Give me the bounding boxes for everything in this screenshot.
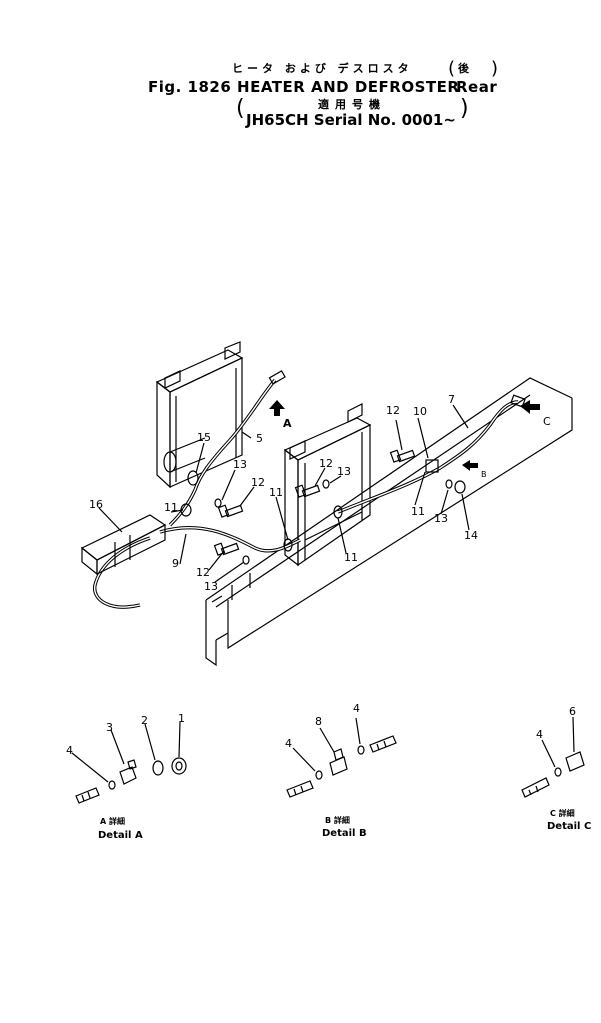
hose-16-loop (93, 536, 151, 609)
part-number-1: 1 (178, 712, 185, 725)
part-number-4-d: 4 (536, 728, 543, 741)
part-number-3: 3 (106, 721, 113, 734)
defroster-duct-16 (80, 514, 167, 576)
serial-paren-open: ( (236, 96, 245, 121)
part-number-12-a: 12 (251, 476, 265, 489)
serial-applicability: JH65CH Serial No. 0001~ (246, 111, 456, 129)
serial-paren-close: ) (460, 96, 469, 121)
part-number-12-d: 12 (196, 566, 210, 579)
bolt-12a (217, 504, 244, 518)
view-label-b: B (481, 470, 487, 479)
bolt-12c (389, 449, 416, 463)
part-number-11-d: 11 (411, 505, 425, 518)
part-number-2: 2 (141, 714, 148, 727)
view-arrow-a-icon (269, 400, 285, 416)
part-number-7: 7 (448, 393, 455, 406)
washers (214, 479, 466, 565)
fitting-right (510, 394, 526, 408)
hose-9 (159, 525, 301, 553)
detail-a-label: Detail A (98, 830, 143, 841)
view-label-a: A (283, 417, 292, 430)
part-number-4-c: 4 (353, 702, 360, 715)
part-number-8: 8 (315, 715, 322, 728)
part-number-11-a: 11 (164, 501, 178, 514)
part-number-12-c: 12 (386, 404, 400, 417)
part-number-15: 15 (197, 431, 211, 444)
leader-lines (98, 404, 470, 583)
title-jp-applicable: 適用号機 (318, 98, 386, 111)
title-paren-close: ) (491, 58, 499, 79)
part-number-5: 5 (256, 432, 263, 445)
view-arrow-b-icon (462, 460, 478, 471)
hose-5 (168, 378, 277, 527)
hose-7 (337, 400, 519, 514)
part-number-13-d: 13 (204, 580, 218, 593)
title-jp-rear: 後 (458, 62, 469, 75)
left-heater-unit (155, 341, 244, 489)
detail-b-drawing (286, 717, 397, 798)
part-number-13-b: 13 (337, 465, 351, 478)
part-number-10: 10 (413, 405, 427, 418)
fitting-top (268, 370, 286, 385)
figure-title: Fig. 1826 HEATER AND DEFROSTER (148, 78, 460, 96)
right-heater-unit (283, 403, 372, 567)
part-number-6: 6 (569, 705, 576, 718)
title-jp-line: ヒータ および デスロスタ (232, 62, 413, 75)
frame-channel (205, 377, 573, 667)
bolt-12b (294, 484, 321, 498)
title-paren-open: ( (448, 58, 456, 79)
part-number-4-b: 4 (285, 737, 292, 750)
detail-b-jp: B 詳細 (325, 816, 350, 825)
detail-c-drawing (521, 716, 585, 798)
part-number-12-b: 12 (319, 457, 333, 470)
part-number-9: 9 (172, 557, 179, 570)
part-number-11-c: 11 (344, 551, 358, 564)
view-label-c: C (543, 415, 551, 428)
part-number-13-a: 13 (233, 458, 247, 471)
bolt-12d (213, 542, 240, 556)
detail-c-jp: C 詳細 (550, 809, 575, 818)
part-number-4-a: 4 (66, 744, 73, 757)
part-number-14: 14 (464, 529, 478, 542)
detail-a-drawing (71, 721, 187, 804)
part-number-16: 16 (89, 498, 103, 511)
part-number-13-c: 13 (434, 512, 448, 525)
detail-c-label: Detail C (547, 821, 592, 832)
title-rear: Rear (456, 78, 498, 96)
part-number-11-b: 11 (269, 486, 283, 499)
view-arrow-c-icon (520, 400, 540, 414)
detail-b-label: Detail B (322, 828, 367, 839)
detail-a-jp: A 詳細 (100, 817, 125, 826)
